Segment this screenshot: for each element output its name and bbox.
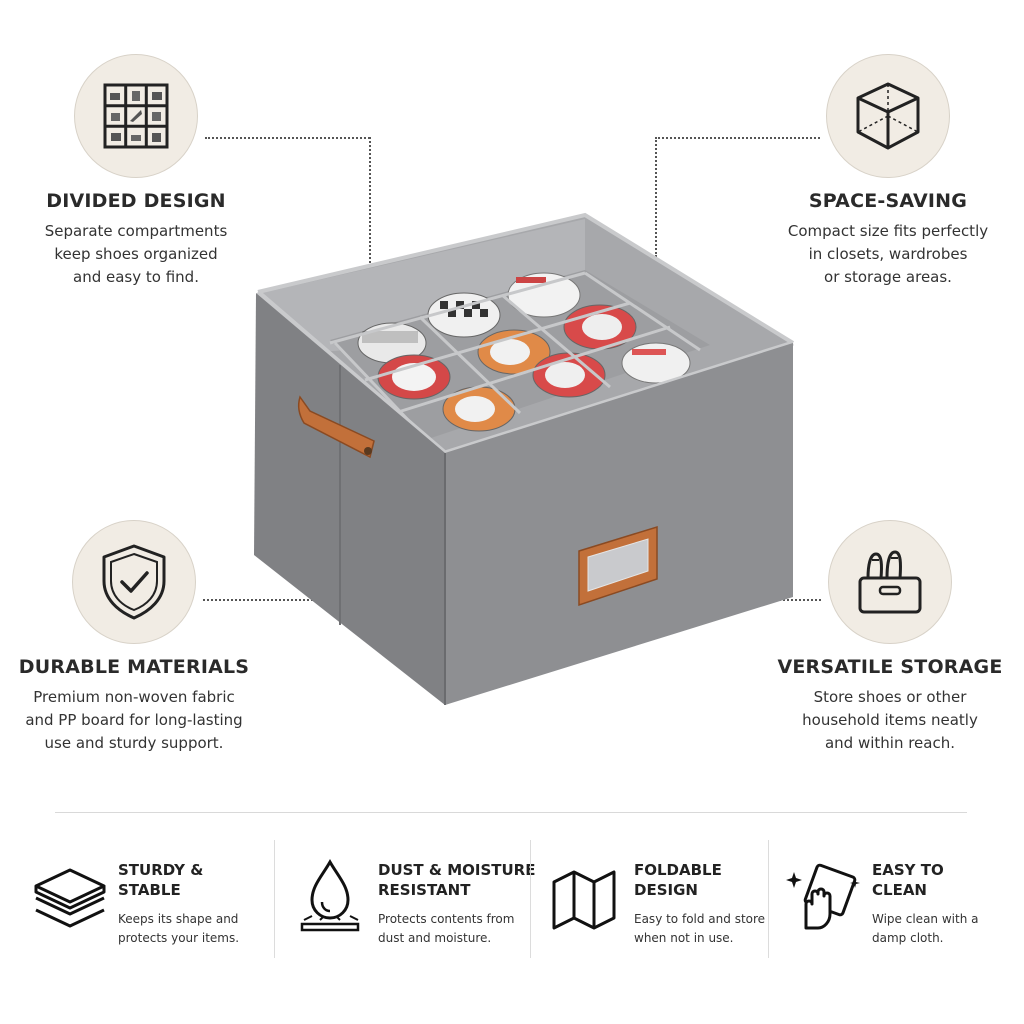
bottom-feature-title: FOLDABLE DESIGN xyxy=(634,861,722,899)
shield-check-icon xyxy=(102,544,166,620)
feature-title: DIVIDED DESIGN xyxy=(46,190,226,212)
leader-line-divided-vertical xyxy=(369,137,371,335)
bottom-feature-description: Wipe clean with a damp cloth. xyxy=(872,912,979,945)
bottom-feature-description: Keeps its shape and protects your items. xyxy=(118,912,240,945)
bottom-feature-foldable: FOLDABLE DESIGN Easy to fold and store w… xyxy=(546,838,786,956)
feature-description: Separate compartments keep shoes organiz… xyxy=(44,222,228,286)
storage-box-image xyxy=(254,212,795,705)
bottom-separator xyxy=(274,840,275,958)
section-divider xyxy=(55,812,967,813)
folding-panel-icon xyxy=(552,870,616,930)
feature-description: Compact size fits perfectly in closets, … xyxy=(787,222,989,286)
feature-divided-design: DIVIDED DESIGN Separate compartments kee… xyxy=(0,54,272,289)
feature-circle xyxy=(828,520,952,644)
feature-versatile-storage: VERSATILE STORAGE Store shoes or other h… xyxy=(756,520,1024,755)
cube-icon xyxy=(856,82,920,150)
bottom-separator xyxy=(530,840,531,958)
bottom-feature-text: DUST & MOISTURE RESISTANT Protects conte… xyxy=(378,860,538,948)
bottom-feature-description: Protects contents from dust and moisture… xyxy=(378,912,515,945)
layers-icon xyxy=(34,868,106,928)
feature-circle xyxy=(74,54,198,178)
bottom-feature-clean: EASY TO CLEAN Wipe clean with a damp clo… xyxy=(784,838,1014,956)
bottom-feature-text: FOLDABLE DESIGN Easy to fold and store w… xyxy=(634,860,794,948)
feature-space-saving: SPACE-SAVING Compact size fits perfectly… xyxy=(752,54,1024,289)
leader-line-space-vertical xyxy=(655,137,657,257)
feature-description: Store shoes or other household items nea… xyxy=(802,688,978,752)
bottom-feature-dust: DUST & MOISTURE RESISTANT Protects conte… xyxy=(290,838,535,956)
feature-circle xyxy=(826,54,950,178)
feature-title: SPACE-SAVING xyxy=(808,190,968,212)
bottom-feature-text: EASY TO CLEAN Wipe clean with a damp clo… xyxy=(872,860,1024,948)
leader-line-divided xyxy=(205,137,370,139)
leader-line-durable xyxy=(203,599,321,601)
feature-description: Premium non-woven fabric and PP board fo… xyxy=(25,688,243,752)
bottom-feature-description: Easy to fold and store when not in use. xyxy=(634,912,766,945)
feature-title: DURABLE MATERIALS xyxy=(18,656,250,678)
bottom-feature-title: DUST & MOISTURE RESISTANT xyxy=(378,861,536,899)
grid-compartments-icon xyxy=(103,83,169,149)
feature-circle xyxy=(72,520,196,644)
box-with-items-icon xyxy=(858,550,922,614)
bottom-feature-text: STURDY & STABLE Keeps its shape and prot… xyxy=(118,860,278,948)
bottom-feature-title: EASY TO CLEAN xyxy=(872,861,944,899)
bottom-feature-sturdy: STURDY & STABLE Keeps its shape and prot… xyxy=(30,838,270,956)
bottom-feature-title: STURDY & STABLE xyxy=(118,861,204,899)
feature-title: VERSATILE STORAGE xyxy=(777,656,1003,678)
leader-line-space xyxy=(655,137,820,139)
water-drop-icon xyxy=(300,858,360,932)
bottom-separator xyxy=(768,840,769,958)
feature-durable-materials: DURABLE MATERIALS Premium non-woven fabr… xyxy=(0,520,268,755)
wipe-hand-icon xyxy=(786,863,860,930)
